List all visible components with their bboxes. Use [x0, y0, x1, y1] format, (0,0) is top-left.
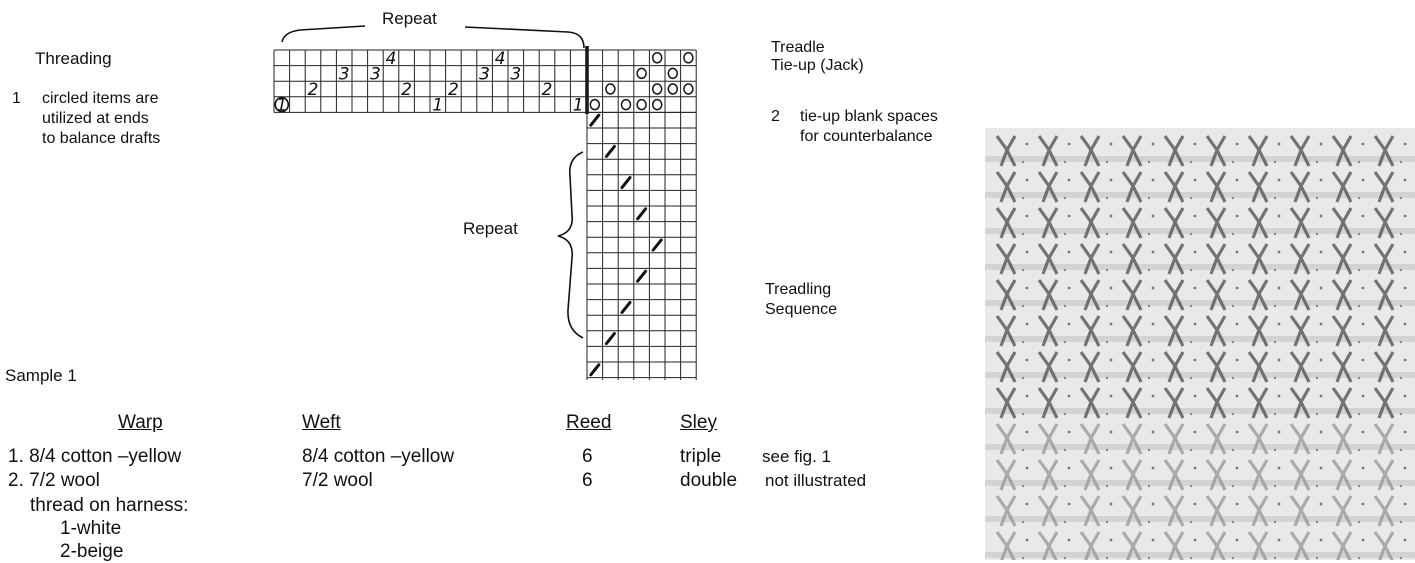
treadling-mark — [606, 334, 614, 344]
harness-1: 1-white — [60, 518, 121, 540]
threading-mark: 2 — [542, 80, 553, 100]
threading-mark: 1 — [432, 96, 443, 116]
sley-header: Sley — [680, 412, 717, 434]
threading-note-line-3: to balance drafts — [42, 129, 160, 149]
repeat-side-label: Repeat — [463, 219, 518, 238]
threading-mark: 2 — [448, 80, 459, 100]
row-2-warp: 2. 7/2 wool — [8, 470, 100, 492]
repeat-side-brace — [558, 152, 583, 338]
repeat-top-bracket — [282, 26, 584, 48]
reed-header: Reed — [566, 412, 611, 434]
tieup-mark — [653, 100, 662, 110]
row-1-weft: 8/4 cotton –yellow — [302, 446, 454, 468]
threading-mark: 3 — [510, 64, 521, 84]
treadling-mark — [622, 178, 630, 188]
warp-header: Warp — [118, 412, 163, 434]
row-2-note: not illustrated — [765, 470, 866, 492]
tieup-mark — [684, 53, 693, 63]
threading-mark: 3 — [370, 64, 381, 84]
fabric-sample-photo — [985, 128, 1415, 560]
row-1-note: see fig. 1 — [762, 446, 831, 468]
row-2-reed: 6 — [582, 470, 593, 492]
treadling-mark — [591, 115, 599, 125]
threading-mark: 2 — [401, 80, 412, 100]
tieup-mark — [606, 84, 615, 94]
treadling-mark — [591, 365, 599, 375]
tieup-mark — [622, 100, 631, 110]
treadling-title-line-2: Sequence — [765, 300, 837, 320]
row-2-sley: double — [680, 470, 737, 492]
harness-line: thread on harness: — [30, 495, 188, 517]
threading-mark: 4 — [386, 49, 397, 69]
tieup-title-line-1: Treadle — [771, 38, 825, 58]
tieup-note-number: 2 — [771, 107, 780, 127]
threading-note-line-1: circled items are — [42, 89, 158, 109]
threading-mark: 3 — [479, 64, 490, 84]
row-2-weft: 7/2 wool — [302, 470, 373, 492]
row-1-sley: triple — [680, 446, 721, 468]
repeat-top-label: Repeat — [382, 9, 437, 28]
tieup-mark — [668, 68, 677, 78]
threading-title: Threading — [35, 48, 112, 70]
threading-mark: 2 — [308, 80, 319, 100]
treadling-mark — [622, 302, 630, 312]
treadling-mark — [653, 240, 661, 250]
tieup-mark — [684, 84, 693, 94]
threading-mark: 1 — [276, 96, 287, 116]
tieup-mark — [668, 84, 677, 94]
tieup-mark — [637, 68, 646, 78]
tieup-grid — [587, 50, 696, 112]
tieup-title-line-2: Tie-up (Jack) — [771, 56, 864, 76]
weft-header: Weft — [302, 412, 341, 434]
row-1-warp: 1. 8/4 cotton –yellow — [8, 446, 181, 468]
tieup-mark — [653, 84, 662, 94]
tieup-mark — [590, 100, 599, 110]
tieup-mark — [653, 53, 662, 63]
threading-note-line-2: utilized at ends — [42, 109, 149, 129]
threading-note-number: 1 — [12, 89, 21, 109]
treadling-grid — [587, 112, 696, 380]
threading-mark: 1 — [573, 96, 584, 116]
tieup-note-line-2: for counterbalance — [800, 127, 933, 147]
tieup-mark — [637, 100, 646, 110]
treadling-title-line-1: Treadling — [765, 280, 831, 300]
row-1-reed: 6 — [582, 446, 593, 468]
treadling-mark — [606, 146, 614, 156]
treadling-mark — [638, 209, 646, 219]
tieup-note-line-1: tie-up blank spaces — [800, 107, 938, 127]
threading-mark: 3 — [339, 64, 350, 84]
threading-mark: 4 — [495, 49, 506, 69]
sample-title: Sample 1 — [5, 366, 77, 386]
treadling-mark — [638, 271, 646, 281]
